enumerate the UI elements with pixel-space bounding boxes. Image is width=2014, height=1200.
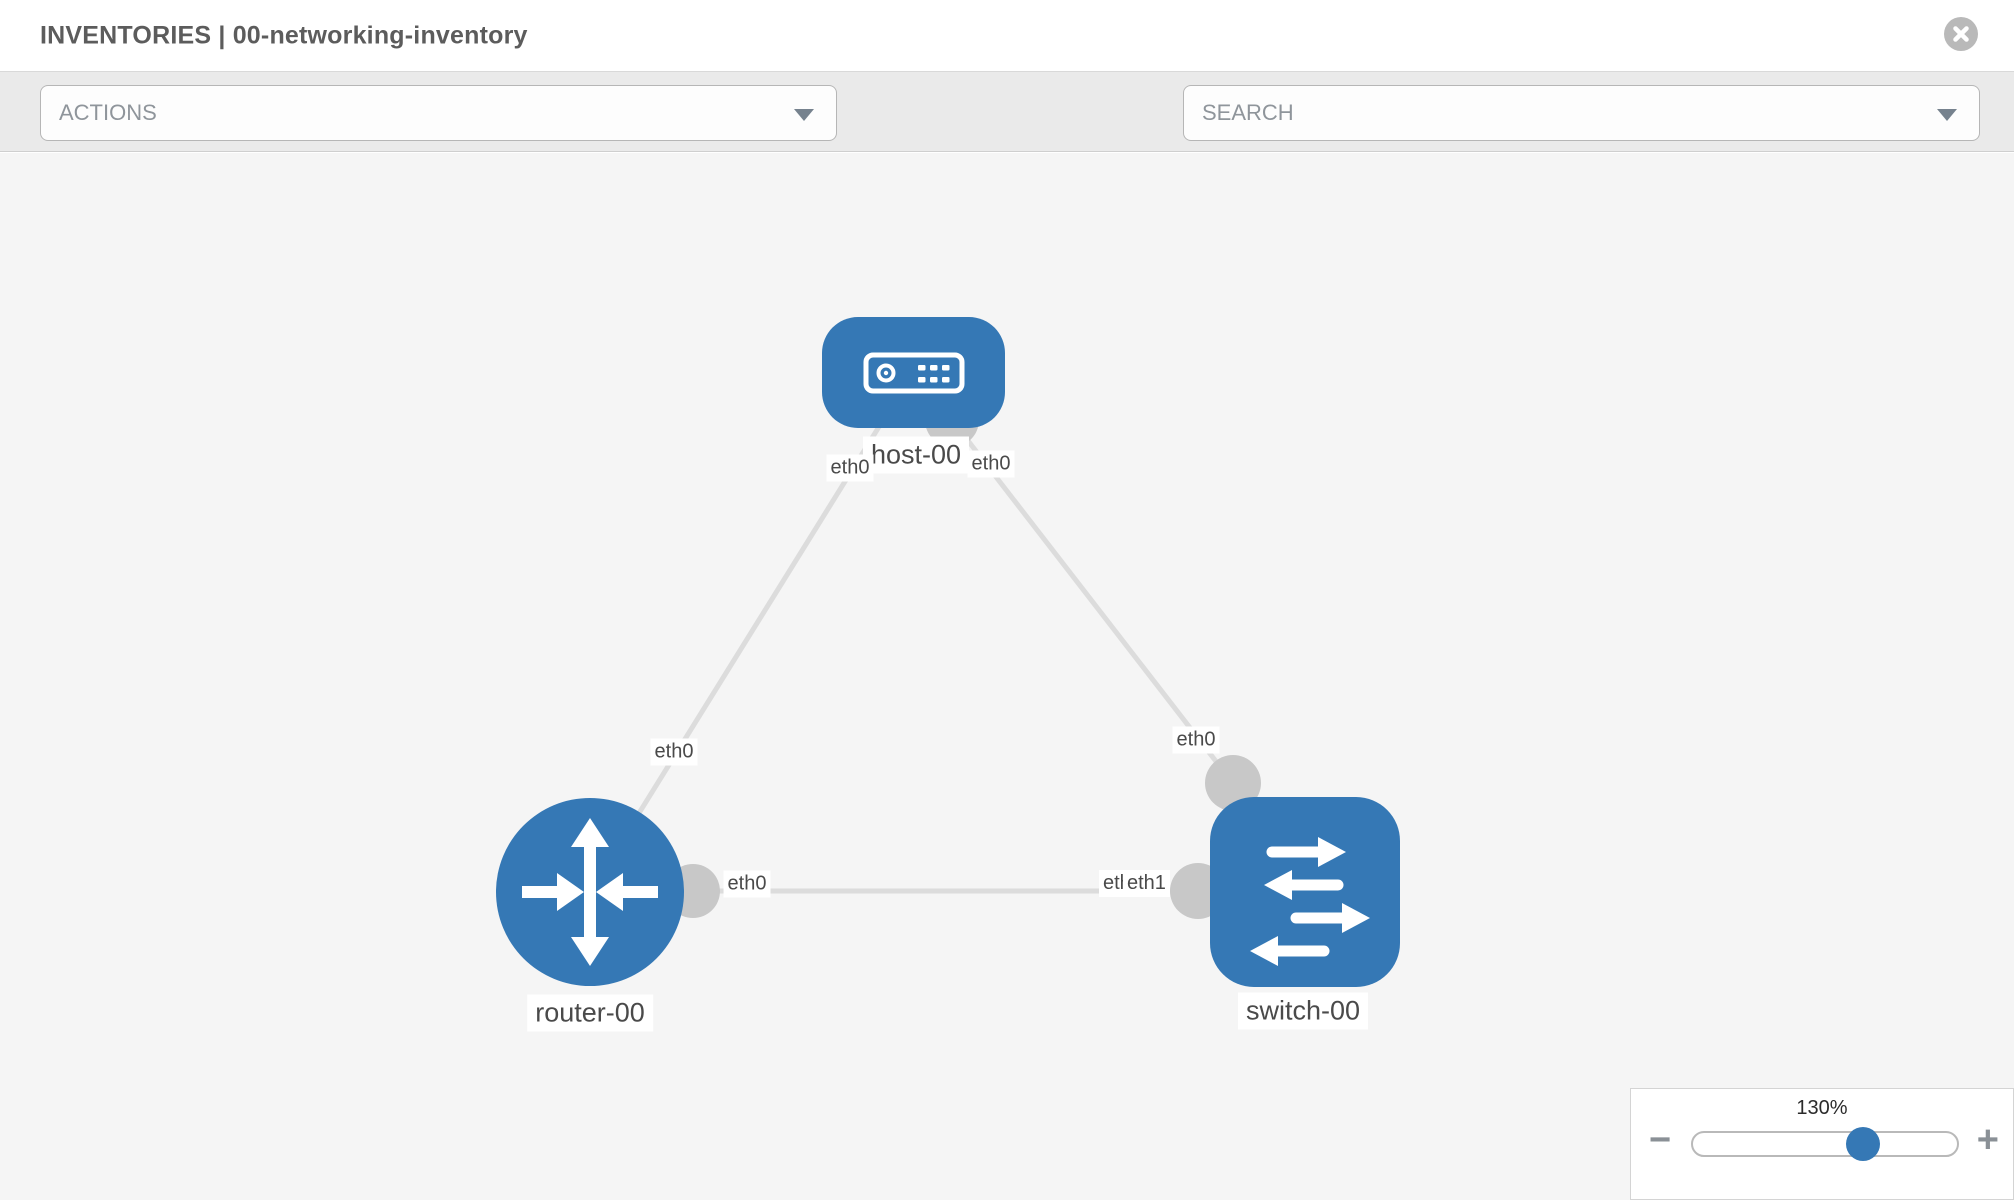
close-icon: [1953, 26, 1969, 42]
topology-canvas[interactable]: host-00 router-00 switch-00 eth0 eth0 et…: [0, 153, 2014, 1200]
page-title: INVENTORIES | 00-networking-inventory: [40, 21, 528, 49]
iface-label-switch-left-over: eth1: [1123, 870, 1170, 897]
iface-label-host-left: eth0: [826, 454, 874, 482]
zoom-control-panel: 130% − +: [1630, 1088, 2014, 1200]
zoom-in-button[interactable]: +: [1976, 1119, 1999, 1161]
node-switch-00[interactable]: [1210, 797, 1400, 987]
header: INVENTORIES | 00-networking-inventory: [0, 0, 2014, 72]
node-host-00[interactable]: [822, 317, 1005, 428]
zoom-slider[interactable]: [1691, 1127, 1959, 1161]
node-label-switch-00: switch-00: [1237, 992, 1369, 1030]
actions-dropdown[interactable]: ACTIONS: [40, 85, 837, 141]
iface-label-router-top: eth0: [650, 738, 698, 766]
host-icon: [863, 352, 965, 394]
zoom-value: 130%: [1796, 1097, 1848, 1119]
search-dropdown[interactable]: SEARCH: [1183, 85, 1980, 141]
search-placeholder: SEARCH: [1202, 100, 1294, 125]
node-label-router-00: router-00: [527, 994, 653, 1032]
link-layer: [587, 370, 1319, 919]
iface-label-switch-top: eth0: [1172, 726, 1220, 754]
switch-icon: [1250, 837, 1370, 966]
zoom-slider-handle[interactable]: [1846, 1127, 1880, 1161]
toolbar: ACTIONS SEARCH: [0, 72, 2014, 204]
actions-dropdown-label: ACTIONS: [59, 100, 157, 125]
close-button[interactable]: [1944, 17, 1978, 51]
chevron-down-icon: [794, 109, 814, 121]
iface-label-router-right: eth0: [723, 870, 771, 898]
chevron-down-icon: [1937, 109, 1957, 121]
iface-label-host-right: eth0: [967, 450, 1015, 478]
router-icon: [522, 818, 658, 966]
zoom-out-button[interactable]: −: [1649, 1119, 1672, 1161]
node-label-host-00: host-00: [862, 436, 970, 474]
node-router-00[interactable]: [496, 798, 684, 986]
